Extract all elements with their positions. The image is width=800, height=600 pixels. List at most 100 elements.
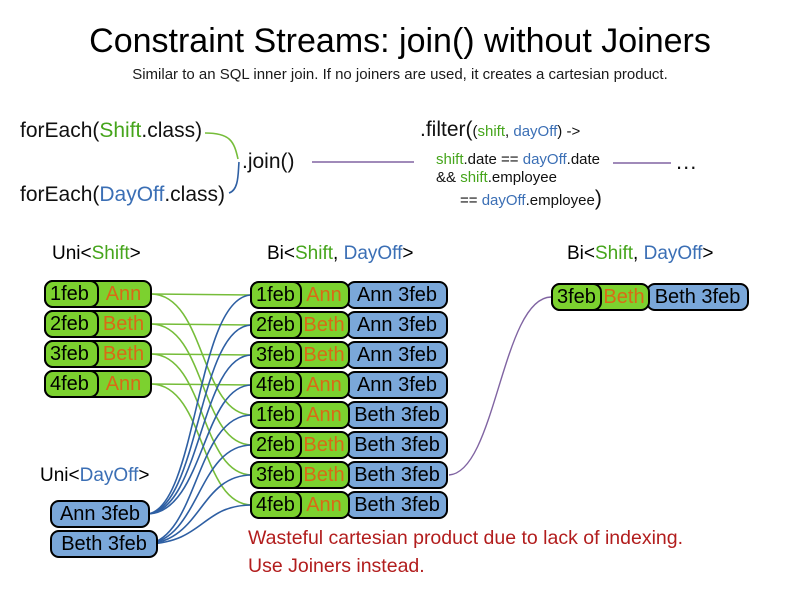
dayoff-class-token: DayOff bbox=[99, 183, 165, 206]
subtitle: Similar to an SQL inner join. If no join… bbox=[132, 66, 668, 83]
dayoff-box: Beth 3feb bbox=[346, 431, 448, 459]
dayoff-join-line bbox=[147, 384, 253, 515]
dayoff-join-line bbox=[147, 474, 253, 545]
code-text: .date bbox=[566, 151, 601, 168]
label-text: > bbox=[129, 243, 141, 264]
label-text: Bi< bbox=[267, 243, 295, 264]
code-text: ( bbox=[472, 123, 478, 140]
code-join: .join() bbox=[242, 150, 295, 173]
shift-date: 2feb bbox=[250, 311, 302, 339]
code-text: ) -> bbox=[557, 123, 581, 140]
dayoff-box: Ann 3feb bbox=[346, 371, 448, 399]
code-ellipsis: ... bbox=[676, 149, 698, 174]
shift-date: 4feb bbox=[44, 370, 99, 398]
shift-employee: Ann bbox=[306, 493, 342, 516]
code-text: .employee bbox=[487, 169, 557, 186]
brace-dayoff-line bbox=[228, 161, 240, 194]
shift-arg-token: shift bbox=[436, 151, 464, 168]
shift-date: 2feb bbox=[250, 431, 302, 459]
shift-fact-row: 4feb Ann bbox=[44, 370, 152, 398]
page-title: Constraint Streams: join() without Joine… bbox=[89, 22, 711, 60]
shift-employee: Beth bbox=[303, 433, 345, 456]
code-text: .filter( bbox=[420, 118, 473, 141]
filter-result-line bbox=[448, 296, 552, 476]
dayoff-arg-token: dayOff bbox=[481, 192, 526, 209]
label-uni-shift: Uni<Shift> bbox=[52, 243, 141, 265]
shift-date: 1feb bbox=[44, 280, 99, 308]
shift-date: 3feb bbox=[250, 341, 302, 369]
shift-arg-token: shift bbox=[477, 123, 506, 140]
code-filter-line2: shift.date == dayOff.date bbox=[436, 148, 600, 172]
label-bi-filtered: Bi<Shift, DayOff> bbox=[567, 243, 713, 265]
label-text: Bi< bbox=[567, 243, 595, 264]
dayoff-box: Beth 3feb bbox=[346, 401, 448, 429]
dayoff-arg-token: dayOff bbox=[522, 151, 567, 168]
shift-date: 2feb bbox=[44, 310, 99, 338]
label-text: Uni< bbox=[52, 243, 92, 264]
dayoff-box: Beth 3feb bbox=[646, 283, 749, 311]
shift-class-token: Shift bbox=[99, 119, 142, 142]
shift-employee: Beth bbox=[102, 342, 145, 365]
shift-employee: Beth bbox=[303, 463, 345, 486]
shift-date: 3feb bbox=[250, 461, 302, 489]
code-filter-line1: .filter((shift, dayOff) -> bbox=[420, 118, 580, 144]
shift-box: 4feb Ann bbox=[44, 370, 152, 398]
dayoff-type-token: DayOff bbox=[643, 243, 703, 264]
dayoff-fact-box: Ann 3feb bbox=[50, 500, 150, 528]
code-filter-line3: && shift.employee bbox=[436, 166, 557, 190]
code-text: ) bbox=[594, 187, 602, 210]
code-text: forEach( bbox=[20, 119, 100, 142]
code-filter-line4: == dayOff.employee) bbox=[460, 187, 602, 213]
shift-type-token: Shift bbox=[595, 243, 634, 264]
dayoff-join-line bbox=[147, 294, 253, 515]
code-text: && bbox=[436, 169, 461, 186]
shift-employee: Ann bbox=[105, 372, 142, 395]
code-text: .employee bbox=[525, 192, 595, 209]
dayoff-join-line bbox=[147, 414, 253, 545]
dayoff-box: Beth 3feb bbox=[346, 461, 448, 489]
label-uni-dayoff: Uni<DayOff> bbox=[40, 465, 150, 487]
shift-join-line bbox=[151, 353, 253, 476]
code-foreach-dayoff: forEach(DayOff.class) bbox=[20, 183, 225, 207]
label-text: Uni< bbox=[40, 465, 80, 486]
shift-join-line bbox=[151, 323, 253, 446]
shift-join-line bbox=[151, 293, 253, 296]
warning-note-line2: Use Joiners instead. bbox=[248, 555, 425, 577]
code-text: == bbox=[460, 192, 482, 209]
dayoff-join-line bbox=[147, 354, 253, 515]
shift-employee: Ann bbox=[306, 403, 342, 426]
dayoff-join-line bbox=[147, 504, 253, 545]
dayoff-box: Beth 3feb bbox=[346, 491, 448, 519]
label-text: > bbox=[402, 243, 414, 264]
shift-employee: Beth bbox=[603, 285, 645, 308]
label-text: > bbox=[702, 243, 714, 264]
shift-date: 3feb bbox=[44, 340, 99, 368]
brace-shift-line bbox=[204, 132, 239, 160]
shift-employee: Beth bbox=[303, 343, 345, 366]
label-text: > bbox=[138, 465, 150, 486]
label-text: , bbox=[333, 243, 344, 264]
shift-date: 4feb bbox=[250, 491, 302, 519]
warning-note-line1: Wasteful cartesian product due to lack o… bbox=[248, 527, 684, 549]
code-text: .class) bbox=[141, 119, 203, 142]
